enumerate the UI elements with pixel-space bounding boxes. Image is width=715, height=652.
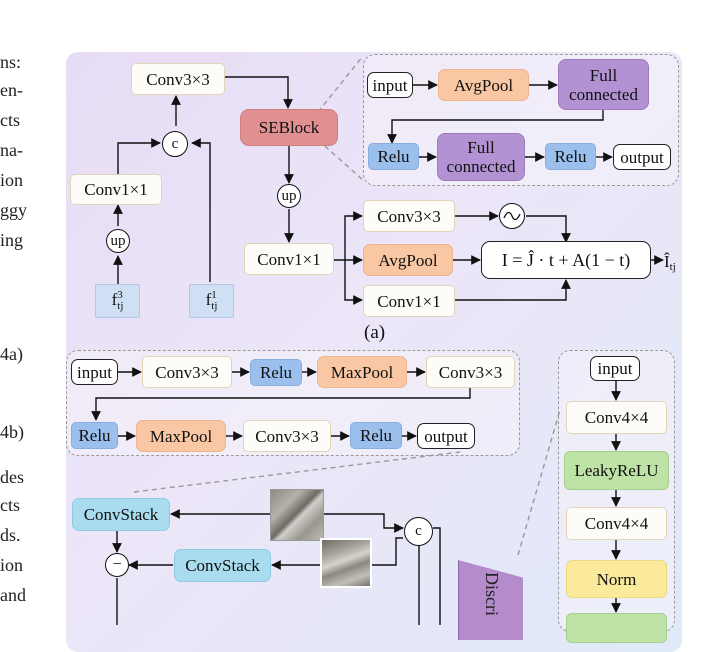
seblock-box: SEBlock (240, 109, 338, 146)
input-box: input (367, 72, 413, 98)
relu-box: Relu (350, 422, 402, 449)
upsample-node: up (277, 184, 301, 208)
conv4x4-box: Conv4×4 (566, 401, 667, 434)
relu-box: Relu (250, 359, 302, 386)
leakyrelu-box: LeakyReLU (564, 451, 669, 490)
conv1x1-box: Conv1×1 (363, 285, 455, 317)
atmospheric-scattering-formula: I = Ĵ · t + A(1 − t) (481, 241, 651, 279)
side-line: 4b) (0, 422, 24, 442)
sigmoid-icon (499, 203, 525, 229)
caption-a: (a) (364, 322, 386, 343)
fully-connected-box: Full connected (558, 59, 649, 110)
input-box: input (590, 356, 640, 381)
side-line: ion (0, 170, 24, 190)
conv3x3-box: Conv3×3 (131, 63, 225, 95)
discriminator-label: Discri (482, 572, 502, 616)
connector-arrows (91, 55, 664, 625)
input-box: input (71, 359, 118, 385)
avgpool-box: AvgPool (438, 69, 529, 101)
output-box: output (613, 144, 671, 170)
side-line: des (0, 467, 24, 487)
fully-connected-box: Full connected (437, 133, 525, 181)
upsample-node: up (106, 229, 130, 253)
side-line: 4a) (0, 344, 23, 364)
layer-box (566, 613, 667, 643)
conv1x1-box: Conv1×1 (244, 243, 334, 275)
conv3x3-box: Conv3×3 (363, 200, 455, 232)
relu-box: Relu (545, 143, 596, 170)
conv3x3-box: Conv3×3 (426, 356, 515, 388)
wave-icon (503, 211, 521, 221)
side-line: ds. (0, 525, 21, 545)
maxpool-box: MaxPool (136, 420, 226, 452)
concat-node: c (404, 517, 433, 546)
side-line: cts (0, 110, 20, 130)
side-line: en- (0, 80, 23, 100)
subtract-node: − (105, 553, 129, 577)
relu-box: Relu (71, 422, 118, 449)
relu-box: Relu (368, 143, 419, 170)
aerial-image-clear (320, 538, 372, 588)
side-line: na- (0, 140, 23, 160)
conv3x3-box: Conv3×3 (243, 420, 331, 452)
output-box: output (417, 423, 475, 449)
maxpool-box: MaxPool (317, 356, 407, 388)
side-line: ion (0, 555, 24, 575)
convstack-box: ConvStack (72, 498, 170, 531)
convstack-box: ConvStack (174, 549, 271, 582)
side-line: cts (0, 495, 20, 515)
conv4x4-box: Conv4×4 (566, 507, 667, 540)
side-line: and (0, 585, 26, 605)
side-line: ns: (0, 52, 22, 72)
concat-node: c (162, 131, 188, 157)
avgpool-box: AvgPool (363, 244, 453, 276)
norm-box: Norm (566, 560, 667, 598)
conv3x3-box: Conv3×3 (142, 356, 232, 388)
side-line: ggy (0, 200, 27, 220)
aerial-image-hazy (270, 489, 324, 541)
side-line: ing (0, 230, 24, 250)
conv1x1-box: Conv1×1 (70, 174, 162, 205)
